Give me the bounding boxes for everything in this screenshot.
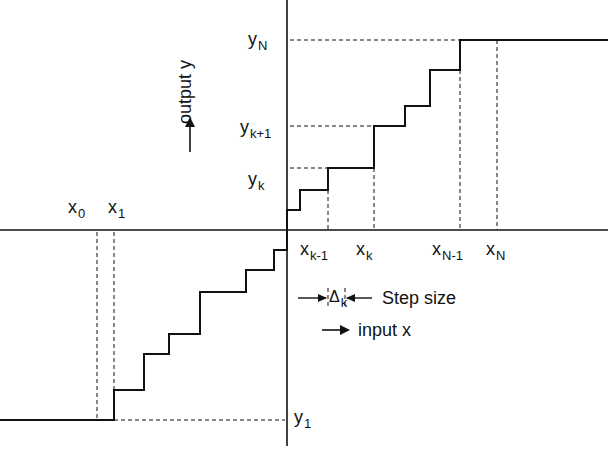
guide-line <box>290 40 460 41</box>
staircase <box>0 230 287 420</box>
guide-line <box>460 70 461 230</box>
guide-line <box>114 420 285 421</box>
symbol-label: yN <box>248 30 267 48</box>
direction-arrow <box>189 124 191 152</box>
symbol-label: x1 <box>108 198 125 216</box>
staircase <box>287 40 608 230</box>
axis-label: input x <box>358 321 411 339</box>
symbol-label: y1 <box>294 408 311 426</box>
guide-line <box>97 232 98 420</box>
symbol-label: yk <box>248 170 265 188</box>
symbol-label: xN-1 <box>432 240 463 258</box>
guide-line <box>114 232 115 390</box>
symbol-label: yk+1 <box>240 118 271 136</box>
symbol-label: x0 <box>68 198 85 216</box>
axis-label: output y <box>176 60 194 124</box>
arrow-head <box>340 325 350 335</box>
guide-line <box>497 40 498 230</box>
guide-line <box>290 168 328 169</box>
guide-line <box>374 168 375 230</box>
symbol-label: xk-1 <box>300 240 328 258</box>
axis-label: Step size <box>382 289 456 307</box>
x-axis <box>0 229 608 231</box>
arrow-head <box>318 294 327 302</box>
guide-line <box>328 288 329 308</box>
guide-line <box>290 126 374 127</box>
symbol-label: xN <box>486 240 505 258</box>
arrow-head <box>346 294 355 302</box>
symbol-label: Δk <box>329 289 347 305</box>
symbol-label: xk <box>356 240 373 258</box>
guide-line <box>328 190 329 230</box>
